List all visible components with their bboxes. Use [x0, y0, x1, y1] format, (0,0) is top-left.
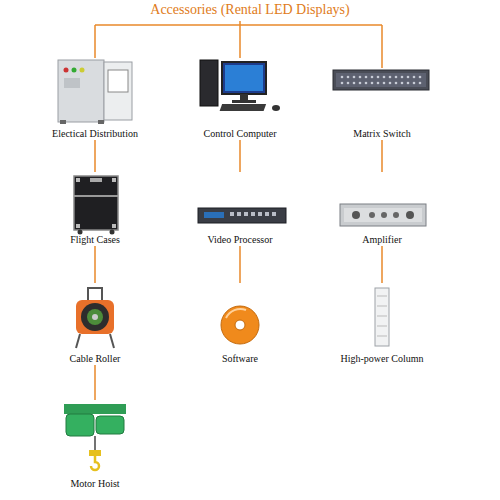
accessory-item: Matrix Switch: [317, 56, 447, 140]
item-label: High-power Column: [317, 353, 447, 365]
bracket: [95, 21, 382, 68]
connector-line: [239, 140, 241, 172]
item-label: Control Computer: [175, 128, 305, 140]
diagram-title: Accessories (Rental LED Displays): [0, 2, 500, 18]
connector-line: [94, 365, 96, 400]
matrix-switch-illustration: [333, 70, 429, 90]
item-label: Matrix Switch: [317, 128, 447, 140]
accessory-item: Video Processor: [175, 172, 305, 246]
item-label: Software: [175, 353, 305, 365]
software-disc-illustration: [221, 306, 259, 344]
item-label: Electical Distribution: [30, 128, 160, 140]
column-speaker-illustration: [375, 288, 389, 346]
flight-case-illustration: [74, 176, 118, 235]
connector-line: [381, 140, 383, 172]
cable-roller-illustration: [76, 288, 114, 348]
accessory-item: Amplifier: [317, 172, 447, 246]
accessory-item: High-power Column: [317, 283, 447, 365]
item-label: Flight Cases: [30, 234, 160, 246]
connector-line: [239, 246, 241, 283]
item-label: Motor Hoist: [30, 478, 160, 490]
connector-line: [381, 246, 383, 283]
video-processor-illustration: [198, 208, 286, 223]
amplifier-illustration: [340, 204, 426, 226]
item-label: Cable Roller: [30, 353, 160, 365]
motor-hoist-illustration: [64, 404, 126, 470]
connector-line: [94, 140, 96, 172]
accessory-item: Control Computer: [175, 56, 305, 140]
accessory-item: Electical Distribution: [30, 56, 160, 140]
item-label: Video Processor: [175, 234, 305, 246]
accessory-item: Motor Hoist: [30, 400, 160, 490]
cabinet-illustration: [58, 60, 132, 124]
computer-illustration: [200, 60, 280, 111]
item-label: Amplifier: [317, 234, 447, 246]
connector-line: [94, 246, 96, 283]
accessory-item: Software: [175, 283, 305, 365]
accessory-item: Flight Cases: [30, 172, 160, 246]
accessory-item: Cable Roller: [30, 283, 160, 365]
